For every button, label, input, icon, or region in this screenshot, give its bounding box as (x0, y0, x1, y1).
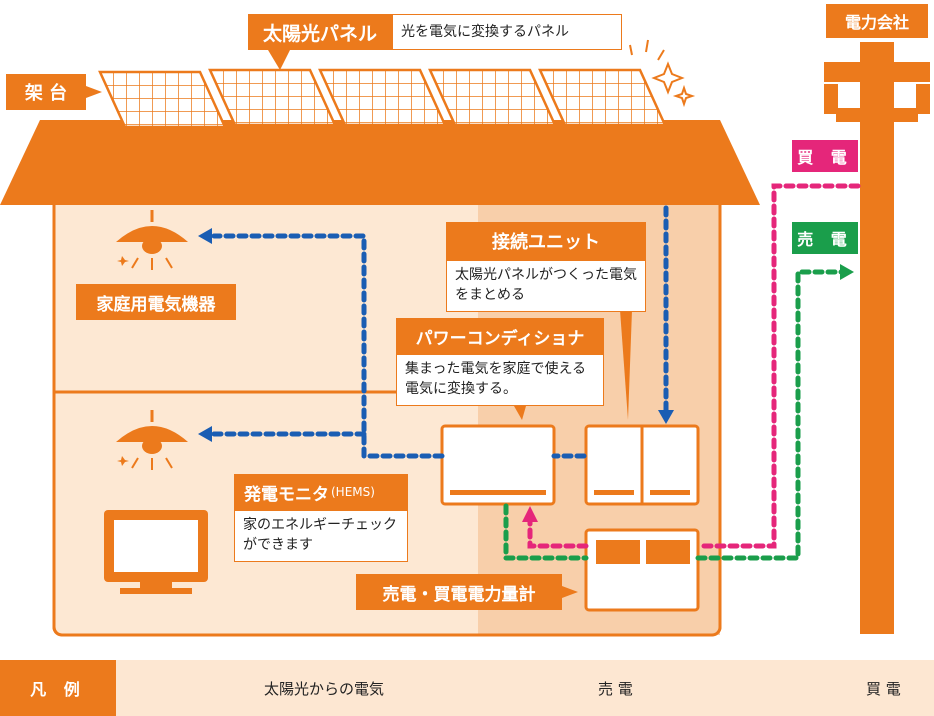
legend-title: 凡 例 (0, 660, 116, 716)
junction-unit-device (584, 424, 700, 506)
monitor-label-main: 発電モニタ (244, 484, 329, 505)
home-appliances-label: 家庭用電気機器 (76, 284, 236, 320)
monitor-desc: 家のエネルギーチェックができます (234, 510, 408, 562)
label-pointer (86, 50, 632, 598)
legend-solar-text: 太陽光からの電気 (264, 680, 385, 698)
power-conditioner-label: パワーコンディショナ (396, 318, 604, 354)
legend-buy-text: 買 電 (866, 680, 901, 698)
power-company-label: 電力会社 (826, 4, 928, 38)
legend-sell-text: 売 電 (598, 680, 633, 698)
sell-flow-line (503, 269, 845, 561)
roof (0, 120, 760, 205)
legend: 凡 例 太陽光からの電気 売 電 買 電 (0, 660, 934, 716)
lamp-icon (116, 410, 188, 470)
sell-tag: 売 電 (792, 222, 858, 254)
arrow-icon (840, 264, 854, 280)
solar-panel-array (98, 68, 667, 134)
solar-panel-label: 太陽光パネル (248, 14, 392, 50)
mount-label: 架 台 (6, 74, 86, 110)
solar-panel-desc: 光を電気に変換するパネル (392, 14, 622, 50)
monitor-label: 発電モニタ(HEMS) (234, 474, 408, 510)
sparkle-icon (629, 39, 696, 108)
lamp-icon (116, 210, 188, 270)
solar-flow-line (211, 205, 669, 459)
monitor-label-sub: (HEMS) (331, 485, 375, 499)
utility-pole (824, 42, 930, 634)
power-conditioner-device (440, 424, 556, 506)
arrow-icon (198, 228, 674, 442)
arrow-icon (522, 506, 538, 522)
monitor-icon (104, 510, 208, 594)
meter-device (584, 528, 700, 612)
power-conditioner-desc: 集まった電気を家庭で使える電気に変換する。 (396, 354, 604, 406)
buy-flow-line (527, 183, 861, 549)
meter-label: 売電・買電電力量計 (356, 574, 562, 610)
junction-unit-label: 接続ユニット (446, 222, 646, 260)
buy-tag: 買 電 (792, 140, 858, 172)
junction-unit-desc: 太陽光パネルがつくった電気をまとめる (446, 260, 646, 312)
